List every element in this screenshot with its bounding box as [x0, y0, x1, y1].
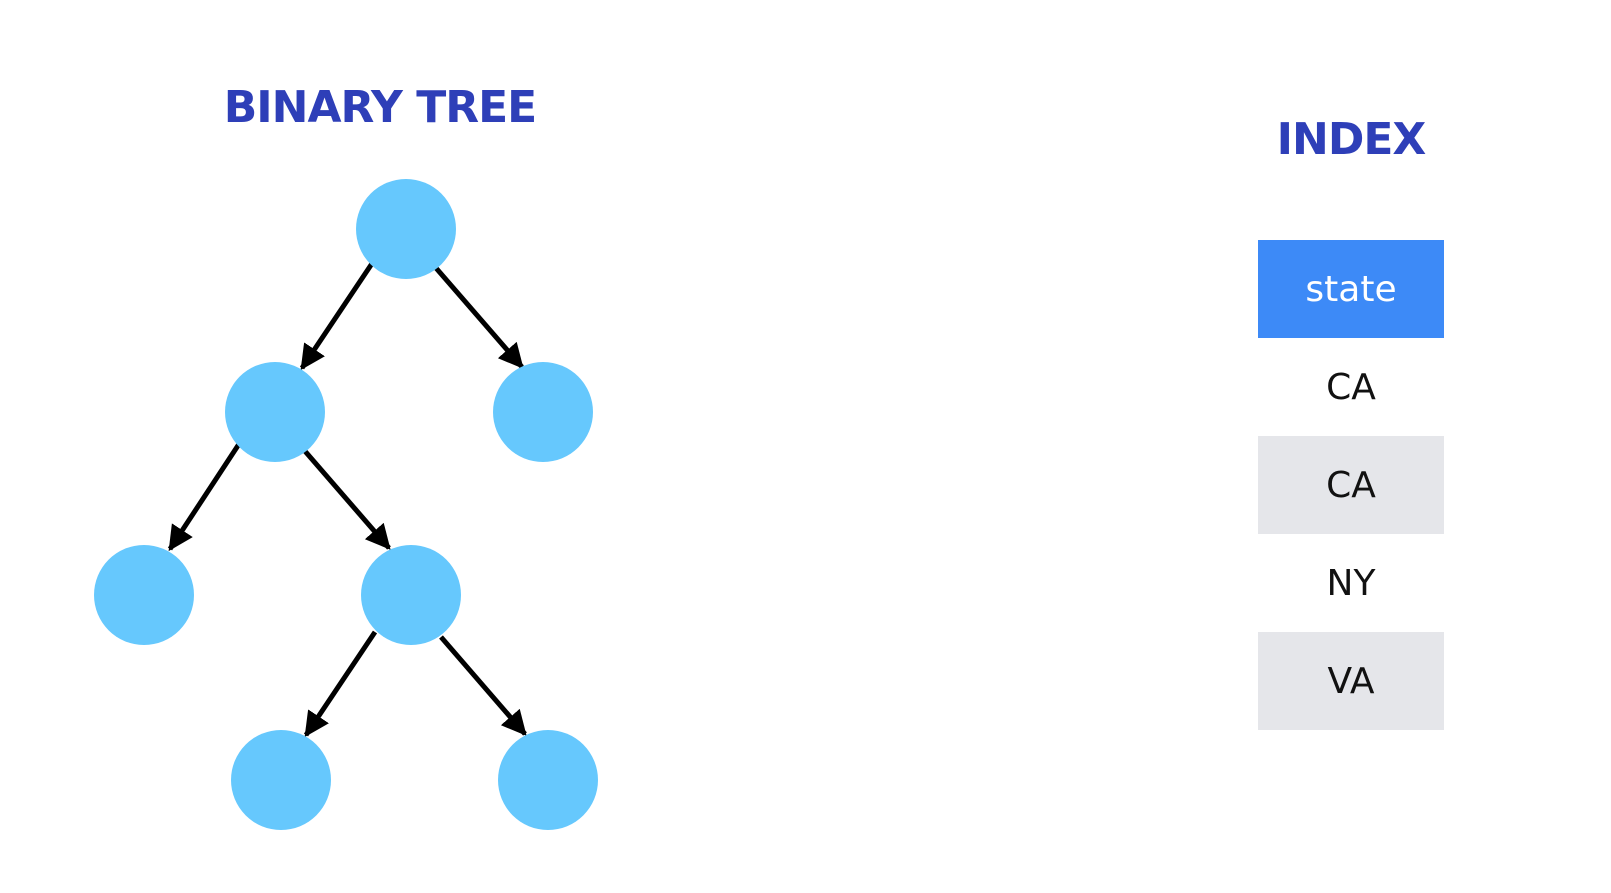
tree-node-left-right-right	[498, 730, 598, 830]
edge-left-leftleft	[167, 442, 242, 552]
index-panel: INDEX state CA CA NY VA	[1258, 108, 1444, 730]
tree-nodes	[94, 179, 598, 830]
index-row: NY	[1258, 534, 1444, 632]
edge-root-right	[434, 266, 524, 369]
index-table: state CA CA NY VA	[1258, 240, 1444, 730]
tree-edges	[167, 260, 527, 738]
index-row: CA	[1258, 436, 1444, 534]
edge-leftright-leftrightright	[439, 635, 527, 736]
tree-node-left	[225, 362, 325, 462]
tree-node-left-left	[94, 545, 194, 645]
index-row: VA	[1258, 632, 1444, 730]
tree-node-left-right-left	[231, 730, 331, 830]
tree-node-left-right	[361, 545, 461, 645]
tree-node-root	[356, 179, 456, 279]
edge-leftright-leftrightleft	[303, 630, 378, 738]
index-row: CA	[1258, 338, 1444, 436]
binary-tree-title: BINARY TREE	[223, 82, 537, 133]
index-title: INDEX	[1276, 114, 1427, 165]
tree-node-right	[493, 362, 593, 462]
edge-left-leftright	[302, 448, 391, 550]
edge-root-left	[299, 260, 376, 371]
index-header-cell: state	[1258, 240, 1444, 338]
